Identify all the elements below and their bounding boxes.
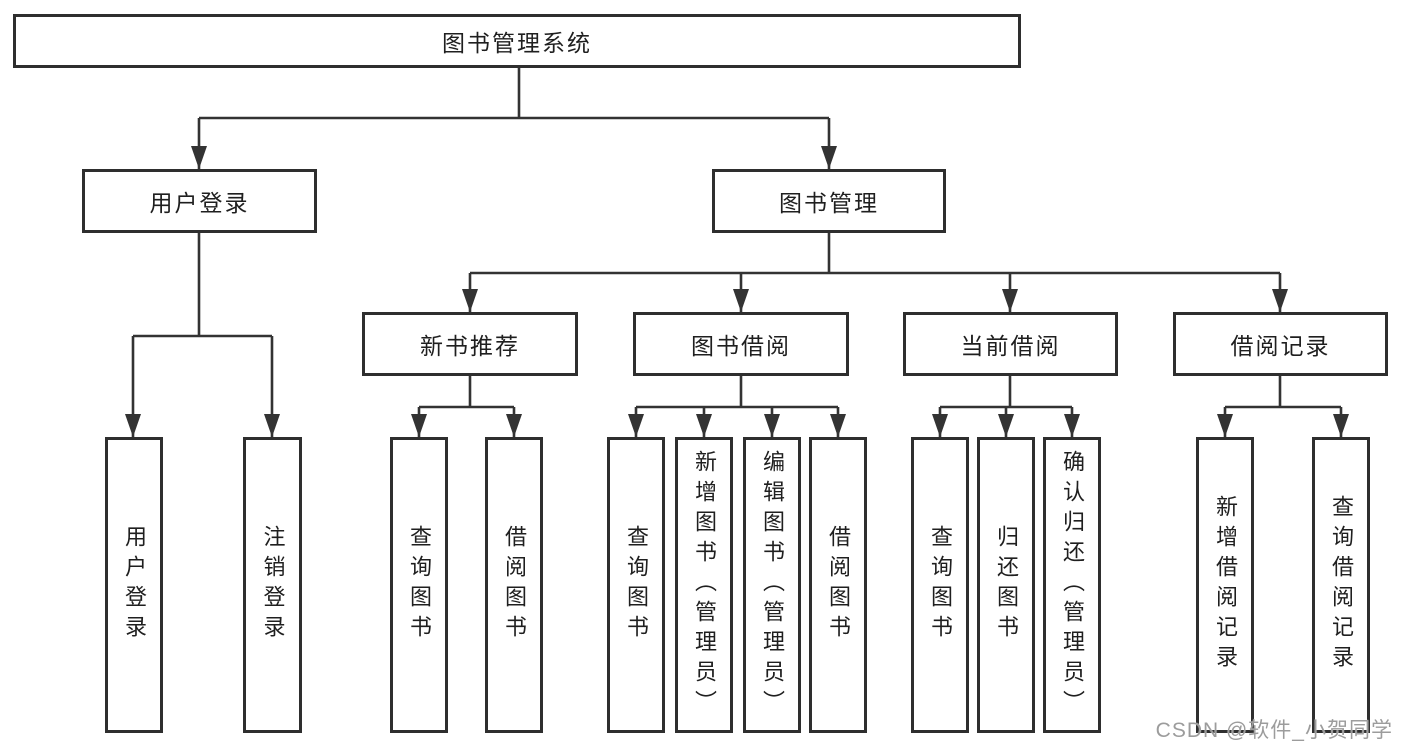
leaf-query-book-current: 查询图书: [911, 437, 969, 733]
arrow-down-icon: [506, 414, 522, 437]
leaf-confirm-return-admin: 确认归还（管理员）: [1043, 437, 1101, 733]
arrow-down-icon: [1002, 289, 1018, 312]
arrow-down-icon: [1217, 414, 1233, 437]
arrow-down-icon: [1272, 289, 1288, 312]
leaf-query-borrow-record: 查询借阅记录: [1312, 437, 1370, 733]
leaf-edit-book-admin: 编辑图书（管理员）: [743, 437, 801, 733]
arrow-down-icon: [411, 414, 427, 437]
arrow-down-icon: [932, 414, 948, 437]
arrow-down-icon: [462, 289, 478, 312]
connector-user-login: [131, 233, 274, 437]
arrow-down-icon: [191, 146, 207, 169]
arrowheads: [125, 146, 1349, 437]
leaf-user-login: 用户登录: [105, 437, 163, 733]
arrow-down-icon: [1064, 414, 1080, 437]
arrow-down-icon: [696, 414, 712, 437]
node-user-login: 用户登录: [82, 169, 317, 233]
node-borrow-records: 借阅记录: [1173, 312, 1388, 376]
arrow-down-icon: [264, 414, 280, 437]
node-book-borrow: 图书借阅: [633, 312, 849, 376]
leaf-logout: 注销登录: [243, 437, 302, 733]
csdn-watermark: CSDN @软件_小贺同学: [1155, 719, 1393, 742]
node-current-borrow: 当前借阅: [903, 312, 1118, 376]
leaf-add-book-admin: 新增图书（管理员）: [675, 437, 733, 733]
connector-root: [197, 68, 831, 169]
connector-book-borrow: [634, 376, 840, 437]
connector-book-management: [468, 233, 1282, 312]
arrow-down-icon: [998, 414, 1014, 437]
node-book-management: 图书管理: [712, 169, 946, 233]
leaf-borrow-book-recommend: 借阅图书: [485, 437, 543, 733]
arrow-down-icon: [1333, 414, 1349, 437]
arrow-down-icon: [125, 414, 141, 437]
arrow-down-icon: [821, 146, 837, 169]
leaf-add-borrow-record: 新增借阅记录: [1196, 437, 1254, 733]
arrow-down-icon: [628, 414, 644, 437]
arrow-down-icon: [733, 289, 749, 312]
arrow-down-icon: [764, 414, 780, 437]
leaf-borrow-book: 借阅图书: [809, 437, 867, 733]
leaf-return-book: 归还图书: [977, 437, 1035, 733]
connector-new-book-recommend: [417, 376, 516, 437]
leaf-query-book-borrow: 查询图书: [607, 437, 665, 733]
connector-borrow-records: [1223, 376, 1343, 437]
arrow-down-icon: [830, 414, 846, 437]
leaf-query-book-recommend: 查询图书: [390, 437, 448, 733]
node-new-book-recommend: 新书推荐: [362, 312, 578, 376]
node-library-management-system: 图书管理系统: [13, 14, 1021, 68]
